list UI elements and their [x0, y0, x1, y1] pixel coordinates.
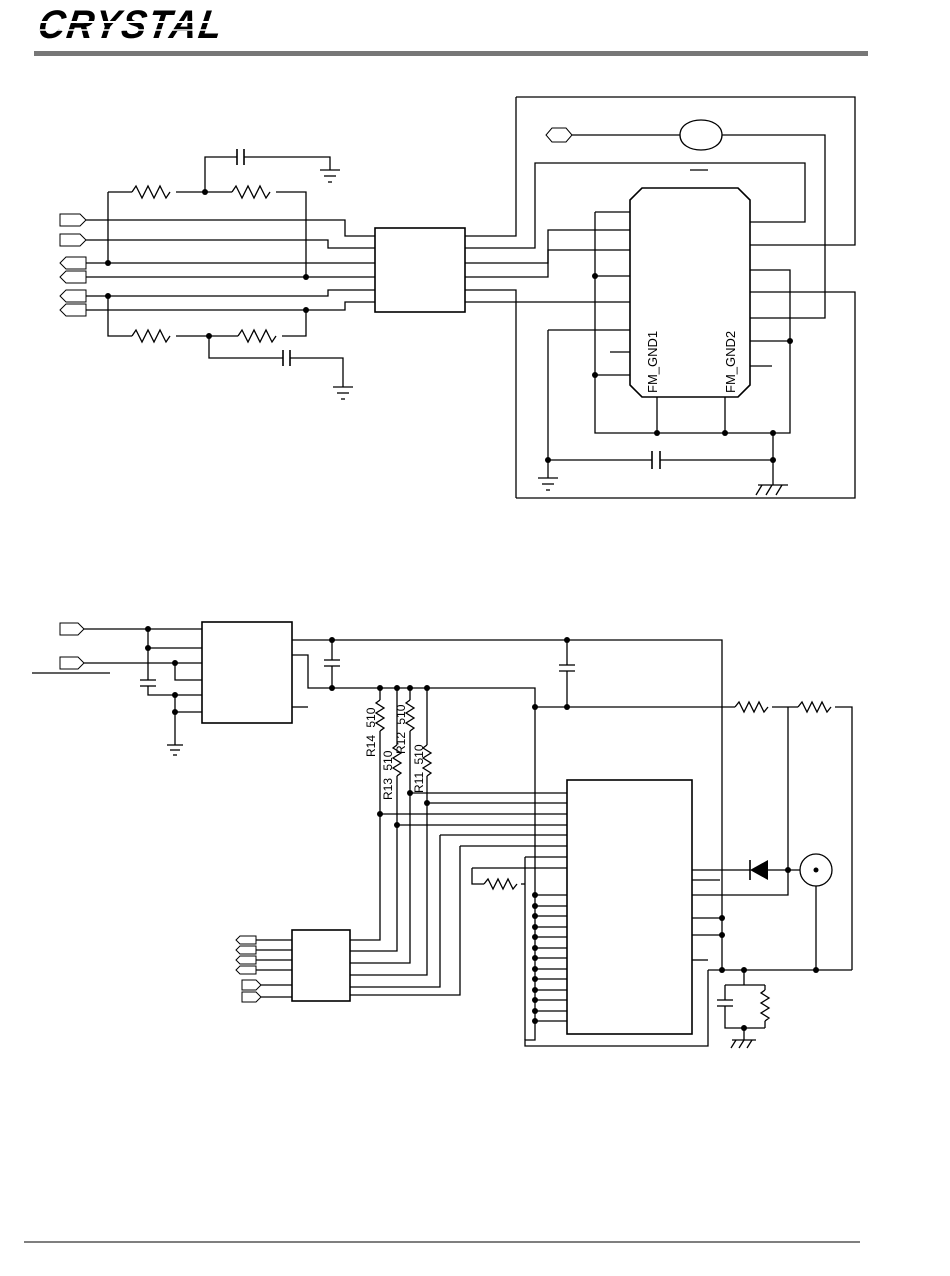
r11-label: R11 510	[412, 744, 426, 793]
connector-ic-block	[292, 930, 350, 1001]
ground-icon	[320, 170, 340, 182]
resistor-zigzag	[132, 186, 170, 198]
fm-gnd2-label: FM_GND2	[723, 331, 738, 393]
ground-icon	[333, 387, 353, 399]
resistor-zigzag	[735, 702, 768, 712]
diode-icon	[750, 860, 768, 880]
logo-text: CRYSTAL	[35, 2, 226, 47]
ground-icon	[167, 745, 183, 755]
fm-gnd1-label: FM_GND1	[645, 331, 660, 393]
resistor-zigzag	[761, 990, 769, 1021]
header-rule	[34, 51, 868, 56]
input-connector-icon	[60, 657, 84, 669]
r13-label: R13 510	[381, 750, 395, 800]
r12-label: R12 510	[394, 704, 408, 754]
brand-logo: CRYSTAL	[35, 2, 228, 47]
resistor-zigzag	[232, 186, 270, 198]
bottom-schematic: R14 510 R13 510 R12 510 R11 510	[32, 622, 852, 1048]
main-ic-block	[567, 780, 692, 1034]
top-schematic: FM_GND1 FM_GND2	[60, 97, 855, 498]
ground-icon	[538, 478, 558, 490]
input-connector-icon	[60, 214, 86, 316]
resistor-zigzag	[484, 879, 517, 889]
ic-block	[375, 228, 465, 312]
resistor-zigzag	[798, 702, 831, 712]
r14-label: R14 510	[364, 707, 378, 757]
chassis-ground-icon	[756, 485, 788, 495]
input-connector-icon	[60, 623, 84, 635]
chassis-ground-icon	[731, 1040, 756, 1048]
header-connector-icon	[236, 936, 261, 1002]
resistor-zigzag	[238, 330, 276, 342]
regulator-ic-block	[202, 622, 292, 723]
antenna-connector-icon	[546, 128, 572, 142]
resistor-zigzag	[132, 330, 170, 342]
